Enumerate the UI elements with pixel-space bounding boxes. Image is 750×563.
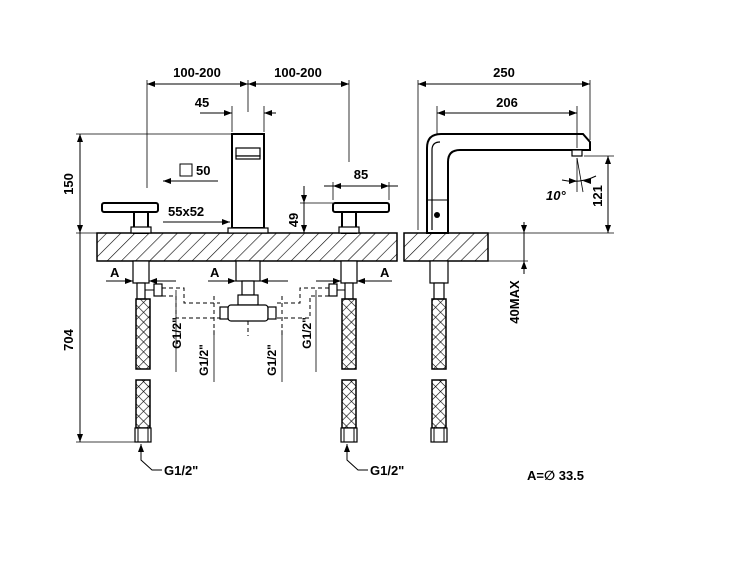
dim-total-depth: 250: [417, 65, 591, 230]
section-mark-right: A: [380, 265, 390, 280]
dim-square-base: 50: [163, 163, 218, 184]
dim-deck-max: 40MAX: [488, 222, 528, 324]
dim-spout-width: 45: [195, 95, 276, 132]
dim-handle-width-label: 85: [354, 167, 368, 182]
dim-height-above-deck: 150: [61, 133, 232, 234]
dim-spout-reach-label: 206: [496, 95, 518, 110]
dim-total-depth-label: 250: [493, 65, 515, 80]
dim-spout-reach: 206: [436, 95, 578, 148]
square-symbol-icon: [179, 163, 193, 177]
dim-base-size: 55x52: [163, 204, 230, 225]
dim-spout-height: 121: [488, 155, 614, 234]
deck-section-side: [403, 232, 489, 262]
left-valve: [101, 202, 163, 443]
side-spout: [426, 133, 591, 443]
section-mark-center: A: [210, 265, 220, 280]
dim-spacing-left-label: 100-200: [173, 65, 221, 80]
thread-labels: G1/2" G1/2" G1/2" G1/2": [170, 290, 317, 382]
hose-labels: G1/2" G1/2": [138, 444, 404, 478]
dim-angle-label: 10°: [546, 188, 566, 203]
dim-deck-max-label: 40MAX: [507, 280, 522, 324]
dim-angle: 10°: [546, 157, 597, 203]
front-view: 100-200 100-200 45 150 50: [61, 65, 404, 478]
section-mark-left: A: [110, 265, 120, 280]
thread-label-hose-left: G1/2": [164, 463, 198, 478]
thread-label-right: G1/2": [300, 317, 314, 349]
dim-below-deck-label: 704: [61, 328, 76, 350]
side-view: 250 206 121 10°: [403, 65, 614, 443]
dim-spout-width-label: 45: [195, 95, 209, 110]
dim-handle-height-label: 49: [286, 213, 301, 227]
thread-label-center-right: G1/2": [265, 344, 279, 376]
hole-diameter-note: A=∅ 33.5: [527, 468, 584, 483]
dim-square-base-label: 50: [196, 163, 210, 178]
center-spout: [219, 133, 277, 322]
dim-spacing-right-label: 100-200: [274, 65, 322, 80]
dim-handle-height: 49: [286, 186, 333, 233]
thread-label-hose-right: G1/2": [370, 463, 404, 478]
thread-label-left: G1/2": [170, 317, 184, 349]
section-marks: A A A: [106, 265, 392, 284]
dim-height-above-deck-label: 150: [61, 173, 76, 195]
thread-label-center-left: G1/2": [197, 344, 211, 376]
dim-spout-height-label: 121: [590, 185, 605, 207]
dim-below-deck: 704: [61, 233, 135, 443]
right-valve: [328, 202, 390, 443]
deck-section-front: [96, 232, 398, 262]
dim-handle-width: 85: [324, 167, 398, 200]
dim-base-size-label: 55x52: [168, 204, 204, 219]
